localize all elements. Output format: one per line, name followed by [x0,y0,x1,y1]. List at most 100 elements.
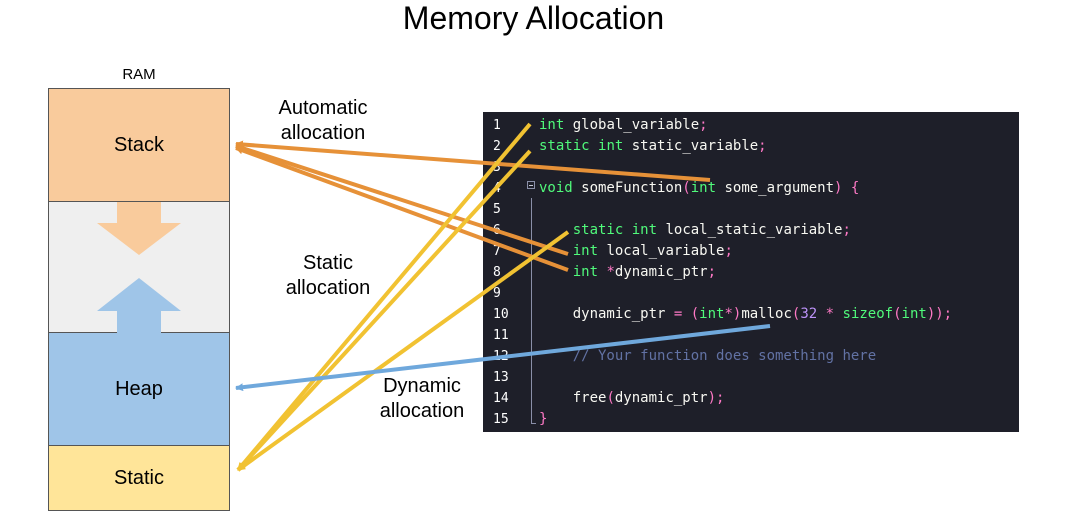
line-number: 15 [493,412,509,427]
code-token: ; [699,117,708,133]
code-token: free [572,390,607,406]
code-token [539,264,573,280]
heap-growth-arrow [97,277,181,333]
static-label: Static [113,466,165,489]
dynamic-allocation-label: Dynamic allocation [379,375,465,422]
line-number: 4 [493,181,501,196]
code-text: int *dynamic_ptr; [539,262,716,283]
fold-collapse-icon[interactable] [527,181,535,189]
code-token: sizeof [842,306,894,322]
ram-block: Stack Heap Static [48,88,230,511]
code-token: } [539,411,548,427]
code-token: ( [690,306,700,322]
code-token: ( [606,390,615,406]
line-number: 13 [493,370,509,385]
growth-arrows [97,201,181,333]
code-token: ( [791,306,801,322]
code-token [842,180,850,196]
code-token: ( [893,306,902,322]
code-token: ) [834,180,843,196]
ram-label: RAM [122,66,156,83]
code-token: int [901,306,927,322]
heap-segment: Heap [49,333,229,446]
line-number: 2 [493,139,501,154]
line-number: 1 [493,118,501,133]
code-token [817,306,825,322]
automatic-allocation-label: Automatic allocation [278,97,368,144]
code-editor: 1 int global_variable; 2 static int static_… [483,112,1019,432]
code-token: int [572,243,599,259]
line-number: 3 [493,160,501,175]
code-token: local_variable [598,243,725,259]
code-token: int [690,180,717,196]
line-number: 5 [493,202,501,217]
code-token: malloc [741,306,792,322]
heap-label: Heap [115,377,163,400]
code-token: = [673,306,683,322]
line-number: 10 [493,307,509,322]
code-token: int [539,117,565,133]
code-token: global_variable [564,117,700,133]
code-token [539,390,573,406]
line-number: 7 [493,244,501,259]
code-text: free(dynamic_ptr); [539,388,725,409]
code-token: void [539,180,573,196]
code-text: } [539,409,547,430]
code-token: int [699,306,725,322]
code-text: // Your function does something here [539,346,876,367]
code-token: ; [707,264,717,280]
code-text: int local_variable; [539,241,733,262]
line-number: 9 [493,286,501,301]
code-token: 32 [800,306,818,322]
code-token: local_static_variable [657,222,843,238]
stack-label: Stack [113,133,165,156]
code-text: static int local_static_variable; [539,220,851,241]
line-number: 14 [493,391,509,406]
code-token: *) [724,306,742,322]
code-token [834,306,842,322]
line-number: 8 [493,265,501,280]
code-token [539,222,573,238]
code-text: dynamic_ptr = (int*)malloc(32 * sizeof(i… [539,304,952,325]
code-token: ); [707,390,725,406]
stack-segment: Stack [49,89,229,202]
line-number: 6 [493,223,501,238]
fold-guide [531,198,532,424]
static-segment: Static [49,446,229,510]
code-token: ; [842,222,851,238]
code-token: dynamic_ptr [614,390,708,406]
fold-guide-end [531,423,536,424]
code-token: dynamic_ptr [539,306,674,322]
code-token [590,138,598,154]
static-allocation-label: Static allocation [285,252,371,299]
code-token: dynamic_ptr [614,264,708,280]
code-token: ; [758,138,767,154]
code-token: someFunction [572,180,683,196]
free-memory-segment [49,201,229,333]
line-number: 11 [493,328,509,343]
code-token [539,348,573,364]
code-token: static [572,222,624,238]
code-token: // Your function does something here [572,348,877,364]
code-token: some_argument [716,180,835,196]
code-token: static [539,138,590,154]
code-token [539,243,573,259]
line-number: 12 [493,349,509,364]
code-token: ; [724,243,733,259]
code-token: * [825,306,835,322]
code-text: void someFunction(int some_argument) { [539,178,859,199]
code-token [623,222,631,238]
code-token: static_variable [623,138,759,154]
code-text: static int static_variable; [539,136,767,157]
code-token [682,306,690,322]
code-token: { [850,180,860,196]
code-token: )); [926,306,953,322]
code-text: int global_variable; [539,115,708,136]
code-token: int [631,222,658,238]
diagram-title: Memory Allocation [402,0,665,36]
stack-growth-arrow [97,201,181,255]
code-token: ( [682,180,691,196]
code-token: int [572,264,599,280]
code-token: int [598,138,624,154]
code-token: * [606,264,615,280]
